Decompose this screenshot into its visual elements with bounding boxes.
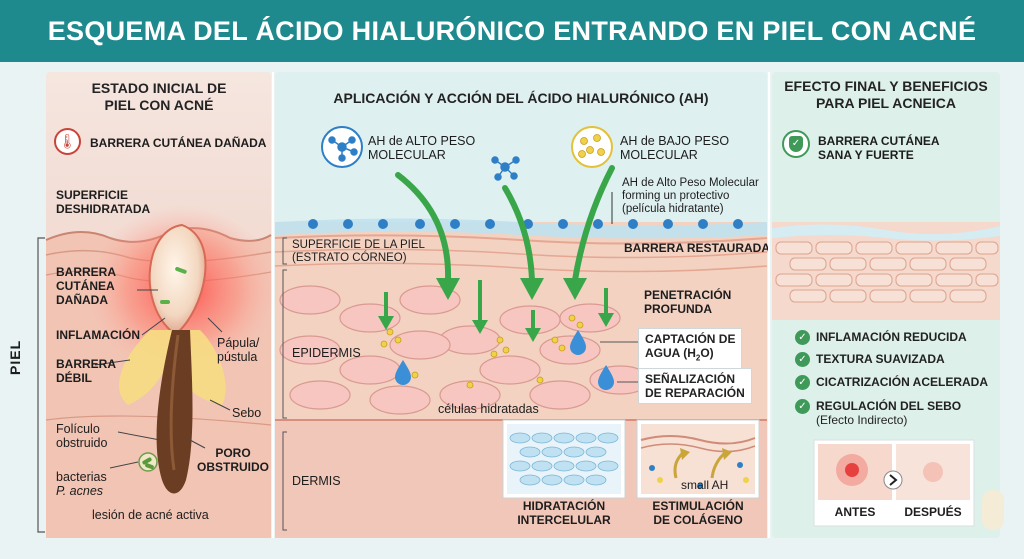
check-icon: ✓ xyxy=(795,352,810,367)
check-icon: ✓ xyxy=(795,375,810,390)
benefit-item: ✓TEXTURA SUAVIZADA xyxy=(795,352,945,367)
left-heading-line1: ESTADO INICIAL DE xyxy=(91,80,227,96)
label-after: DESPUÉS xyxy=(904,505,962,519)
right-heading-line1: EFECTO FINAL Y BENEFICIOS xyxy=(784,78,988,94)
check-icon: ✓ xyxy=(795,330,810,345)
label-restored-barrier: BARRERA RESTAURADA xyxy=(624,241,770,255)
thermometer-icon: 🌡 xyxy=(54,128,81,155)
check-icon: ✓ xyxy=(795,399,810,414)
label-skin-surface: SUPERFICIE DE LA PIEL(ESTRATO CÓRNEO) xyxy=(292,239,425,264)
panel-divider xyxy=(768,72,770,538)
label-before: ANTES xyxy=(834,505,876,519)
label-sebum: Sebo xyxy=(232,406,262,420)
label-small-ha: small AH xyxy=(681,478,729,492)
benefit-item: ✓REGULACIÓN DEL SEBO(Efecto Indirecto) xyxy=(795,399,961,427)
benefit-item: ✓CICATRIZACIÓN ACELERADA xyxy=(795,375,988,390)
middle-heading: APLICACIÓN Y ACCIÓN DEL ÁCIDO HIALURÓNIC… xyxy=(333,90,709,106)
label-dermis: DERMIS xyxy=(292,474,341,488)
label-papule: Pápula/pústula xyxy=(217,336,260,364)
right-heading: EFECTO FINAL Y BENEFICIOS PARA PIEL ACNE… xyxy=(772,78,1000,112)
label-active-lesion: lesión de acné activa xyxy=(92,508,209,522)
label-epidermis: EPIDERMIS xyxy=(292,346,361,360)
label-hydrated-cells: células hidratadas xyxy=(438,402,539,416)
shield-check-icon: ✓ xyxy=(782,130,810,158)
panel-divider xyxy=(272,72,274,538)
left-heading: ESTADO INICIAL DE PIEL CON ACNÉ xyxy=(52,80,266,114)
benefit-item: ✓INFLAMACIÓN REDUCIDA xyxy=(795,330,967,345)
title-banner: ESQUEMA DEL ÁCIDO HIALURÓNICO ENTRANDO E… xyxy=(0,0,1024,62)
damaged-barrier-badge: BARRERA CUTÁNEA DAÑADA xyxy=(90,136,267,150)
label-inflammation: INFLAMACIÓN xyxy=(56,328,140,342)
right-heading-line2: PARA PIEL ACNEICA xyxy=(815,95,956,111)
left-heading-line2: PIEL CON ACNÉ xyxy=(104,97,214,113)
page-title: ESQUEMA DEL ÁCIDO HIALURÓNICO ENTRANDO E… xyxy=(47,15,977,46)
